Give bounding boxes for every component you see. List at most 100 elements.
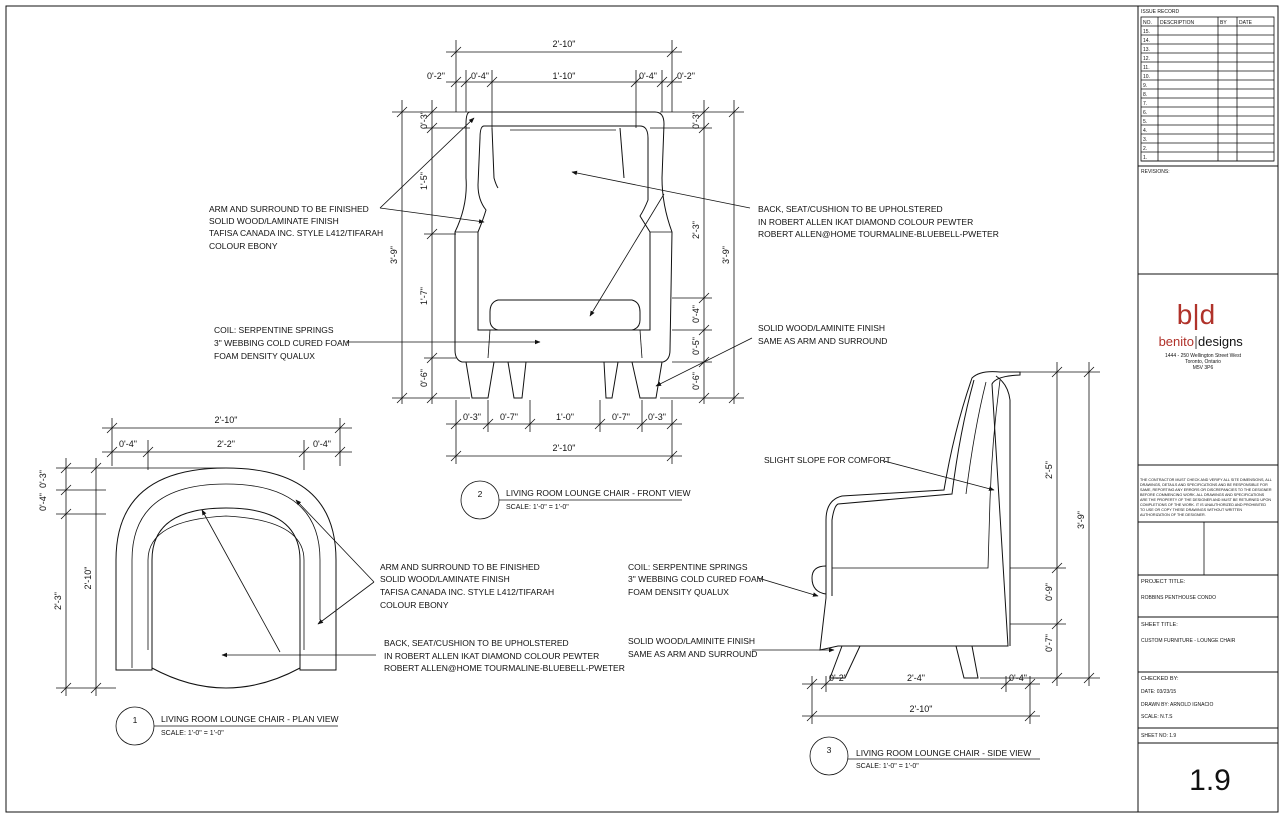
side-dim-bottom-a: 0'-2"	[829, 673, 847, 683]
front-dim-left-d: 0'-6"	[419, 369, 429, 387]
svg-text:IN ROBERT ALLEN IKAT DIAMOND C: IN ROBERT ALLEN IKAT DIAMOND COLOUR PEWT…	[758, 217, 973, 227]
revisions-label: REVISIONS:	[1141, 169, 1170, 175]
side-dim-right-c: 0'-7"	[1044, 634, 1054, 652]
plan-dim-top-a: 0'-4"	[119, 439, 137, 449]
issue-record-label: ISSUE RECORD	[1141, 9, 1179, 15]
svg-text:AUTHORIZATION OF THE DESIGNER.: AUTHORIZATION OF THE DESIGNER.	[1140, 513, 1206, 517]
issue-row-number: 11.	[1143, 65, 1150, 71]
side-view-title: LIVING ROOM LOUNGE CHAIR - SIDE VIEW	[856, 748, 1031, 758]
address-line-3: M5V 3P6	[1193, 365, 1214, 371]
svg-text:COLOUR EBONY: COLOUR EBONY	[380, 600, 449, 610]
front-view-number: 2	[478, 489, 483, 499]
issue-row-number: 12.	[1143, 56, 1150, 62]
front-note-back: BACK, SEAT/CUSHION TO BE UPHOLSTERED IN …	[571, 170, 999, 317]
front-view-title: LIVING ROOM LOUNGE CHAIR - FRONT VIEW	[506, 488, 691, 498]
side-view-number: 3	[827, 745, 832, 755]
issue-row-number: 13.	[1143, 47, 1150, 53]
side-note-solid: SOLID WOOD/LAMINITE FINISH SAME AS ARM A…	[628, 636, 835, 659]
front-dim-right-overall: 3'-9"	[721, 246, 731, 264]
svg-text:SOLID WOOD/LAMINITE FINISH: SOLID WOOD/LAMINITE FINISH	[628, 636, 755, 646]
plan-left-dimensions: 0'-3" 0'-4" 2'-3" 2'-10"	[38, 458, 226, 696]
address-line-2: Toronto, Ontario	[1185, 359, 1221, 365]
logo-text-left: benito	[1159, 334, 1194, 349]
sheet-no: SHEET NO: 1.9	[1141, 733, 1176, 739]
side-bottom-dimensions: 0'-2" 2'-4" 0'-4" 2'-10"	[802, 673, 1040, 724]
front-dim-right-d: 0'-5"	[691, 337, 701, 355]
front-dim-bottom-b: 0'-7"	[500, 412, 518, 422]
plan-dim-left-b: 0'-4"	[38, 493, 48, 511]
issue-row-number: 15.	[1143, 29, 1150, 35]
side-dim-right-b: 0'-9"	[1044, 583, 1054, 601]
svg-text:COLOUR EBONY: COLOUR EBONY	[209, 241, 278, 251]
plan-view-number: 1	[133, 715, 138, 725]
plan-note-arm: ARM AND SURROUND TO BE FINISHED SOLID WO…	[295, 499, 554, 625]
issue-row-number: 8.	[1143, 92, 1147, 98]
plan-dim-left-a: 0'-3"	[38, 470, 48, 488]
side-view-title-tag: 3 LIVING ROOM LOUNGE CHAIR - SIDE VIEW S…	[809, 736, 1040, 776]
front-view-scale: SCALE: 1'-0" = 1'-0"	[506, 504, 569, 511]
issue-row-number: 7.	[1143, 101, 1147, 107]
svg-text:TAFISA CANADA INC. STYLE L412/: TAFISA CANADA INC. STYLE L412/TIFARAH	[209, 228, 383, 238]
issue-record-table: 15.14.13.12.11.10.9.8.7.6.5.4.3.2.1. NO.…	[1140, 16, 1275, 162]
front-bottom-dimensions: 0'-3" 0'-7" 1'-0" 0'-7" 0'-3" 2'-10"	[446, 400, 682, 464]
plan-dim-left-c: 2'-3"	[53, 592, 63, 610]
scale: SCALE: N.T.S	[1141, 714, 1173, 720]
front-dim-top-b: 0'-4"	[471, 71, 489, 81]
side-view: 2'-5" 0'-9" 0'-7" 3'-9" 0'-2" 2'-4" 0'-4…	[628, 362, 1100, 776]
plan-view-scale: SCALE: 1'-0" = 1'-0"	[161, 730, 224, 737]
svg-text:SOLID WOOD/LAMINATE FINISH: SOLID WOOD/LAMINATE FINISH	[209, 216, 339, 226]
svg-text:BACK, SEAT/CUSHION TO BE UPHOL: BACK, SEAT/CUSHION TO BE UPHOLSTERED	[384, 638, 569, 648]
front-dim-right-b: 2'-3"	[691, 221, 701, 239]
front-dim-top-c: 1'-10"	[553, 71, 576, 81]
front-note-coil: COIL: SERPENTINE SPRINGS 3" WEBBING COLD…	[214, 325, 541, 361]
svg-text:SAME AS ARM AND SURROUND: SAME AS ARM AND SURROUND	[758, 336, 887, 346]
front-dim-bottom-d: 0'-7"	[612, 412, 630, 422]
front-left-dimensions: 3'-9" 0'-3" 1'-5" 1'-7" 0'-6"	[389, 100, 470, 404]
issue-row-number: 3.	[1143, 137, 1147, 143]
front-view-chair	[454, 111, 673, 399]
side-dim-bottom-b: 2'-4"	[907, 673, 925, 683]
front-dim-bottom-a: 0'-3"	[463, 412, 481, 422]
side-dim-bottom-c: 0'-4"	[1009, 673, 1027, 683]
svg-text:3" WEBBING COLD CURED FOAM: 3" WEBBING COLD CURED FOAM	[214, 338, 350, 348]
side-view-scale: SCALE: 1'-0" = 1'-0"	[856, 763, 919, 770]
side-note-slope: SLIGHT SLOPE FOR COMFORT	[764, 455, 995, 491]
plan-view-title: LIVING ROOM LOUNGE CHAIR - PLAN VIEW	[161, 714, 339, 724]
logo-mark: b|d	[1177, 299, 1215, 330]
front-dim-bottom-e: 0'-3"	[648, 412, 666, 422]
issue-header-date: DATE	[1239, 20, 1253, 26]
svg-text:SOLID WOOD/LAMINATE FINISH: SOLID WOOD/LAMINATE FINISH	[380, 574, 510, 584]
sheet-title: CUSTOM FURNITURE - LOUNGE CHAIR	[1141, 638, 1236, 644]
issue-row-number: 9.	[1143, 83, 1147, 89]
side-right-dimensions: 2'-5" 0'-9" 0'-7" 3'-9"	[980, 362, 1100, 686]
plan-top-dimensions: 2'-10" 0'-4" 2'-2" 0'-4"	[102, 415, 352, 470]
front-right-dimensions: 0'-3" 2'-3" 0'-4" 0'-5" 0'-6" 3'-9"	[650, 100, 744, 404]
issue-header-no: NO.	[1143, 20, 1152, 26]
svg-text:THE CONTRACTOR MUST CHECK AND: THE CONTRACTOR MUST CHECK AND VERIFY ALL…	[1140, 478, 1272, 482]
svg-text:SAME, REPORTING ANY ERRORS OR: SAME, REPORTING ANY ERRORS OR DISCREPANC…	[1140, 488, 1272, 492]
sheet-title-label: SHEET TITLE:	[1141, 622, 1178, 628]
issue-row-number: 14.	[1143, 38, 1150, 44]
side-note-coil: COIL: SERPENTINE SPRINGS 3" WEBBING COLD…	[628, 562, 819, 597]
plan-view-title-tag: 1 LIVING ROOM LOUNGE CHAIR - PLAN VIEW S…	[115, 706, 339, 746]
issue-header-description: DESCRIPTION	[1160, 20, 1195, 26]
side-dim-right-overall: 3'-9"	[1076, 511, 1086, 529]
front-dim-left-c: 1'-7"	[419, 287, 429, 305]
plan-dim-top-b: 2'-2"	[217, 439, 235, 449]
svg-text:SAME AS ARM AND SURROUND: SAME AS ARM AND SURROUND	[628, 649, 757, 659]
issue-row-number: 5.	[1143, 119, 1147, 125]
svg-text:ARM AND SURROUND TO BE FINISHE: ARM AND SURROUND TO BE FINISHED	[380, 562, 540, 572]
side-view-chair	[811, 371, 1021, 679]
svg-text:ARM AND SURROUND TO BE FINISHE: ARM AND SURROUND TO BE FINISHED	[209, 204, 369, 214]
front-dim-left-b: 1'-5"	[419, 172, 429, 190]
svg-text:ROBERT ALLEN@HOME TOURMALINE-B: ROBERT ALLEN@HOME TOURMALINE-BLUEBELL-PW…	[758, 229, 999, 239]
side-dim-bottom-overall: 2'-10"	[910, 704, 933, 714]
plan-note-back: BACK, SEAT/CUSHION TO BE UPHOLSTERED IN …	[201, 509, 625, 673]
svg-text:FOAM DENSITY QUALUX: FOAM DENSITY QUALUX	[214, 351, 315, 361]
svg-text:COMPLETIONS OF THE WORK. IT IS: COMPLETIONS OF THE WORK. IT IS UNAUTHORI…	[1140, 503, 1266, 507]
svg-text:SLIGHT SLOPE FOR COMFORT: SLIGHT SLOPE FOR COMFORT	[764, 455, 891, 465]
sheet-border	[5, 5, 1279, 813]
front-view: 2'-10" 0'-2" 0'-4" 1'-10" 0'-4" 0'-2"	[209, 39, 999, 520]
svg-text:FOAM DENSITY QUALUX: FOAM DENSITY QUALUX	[628, 587, 729, 597]
